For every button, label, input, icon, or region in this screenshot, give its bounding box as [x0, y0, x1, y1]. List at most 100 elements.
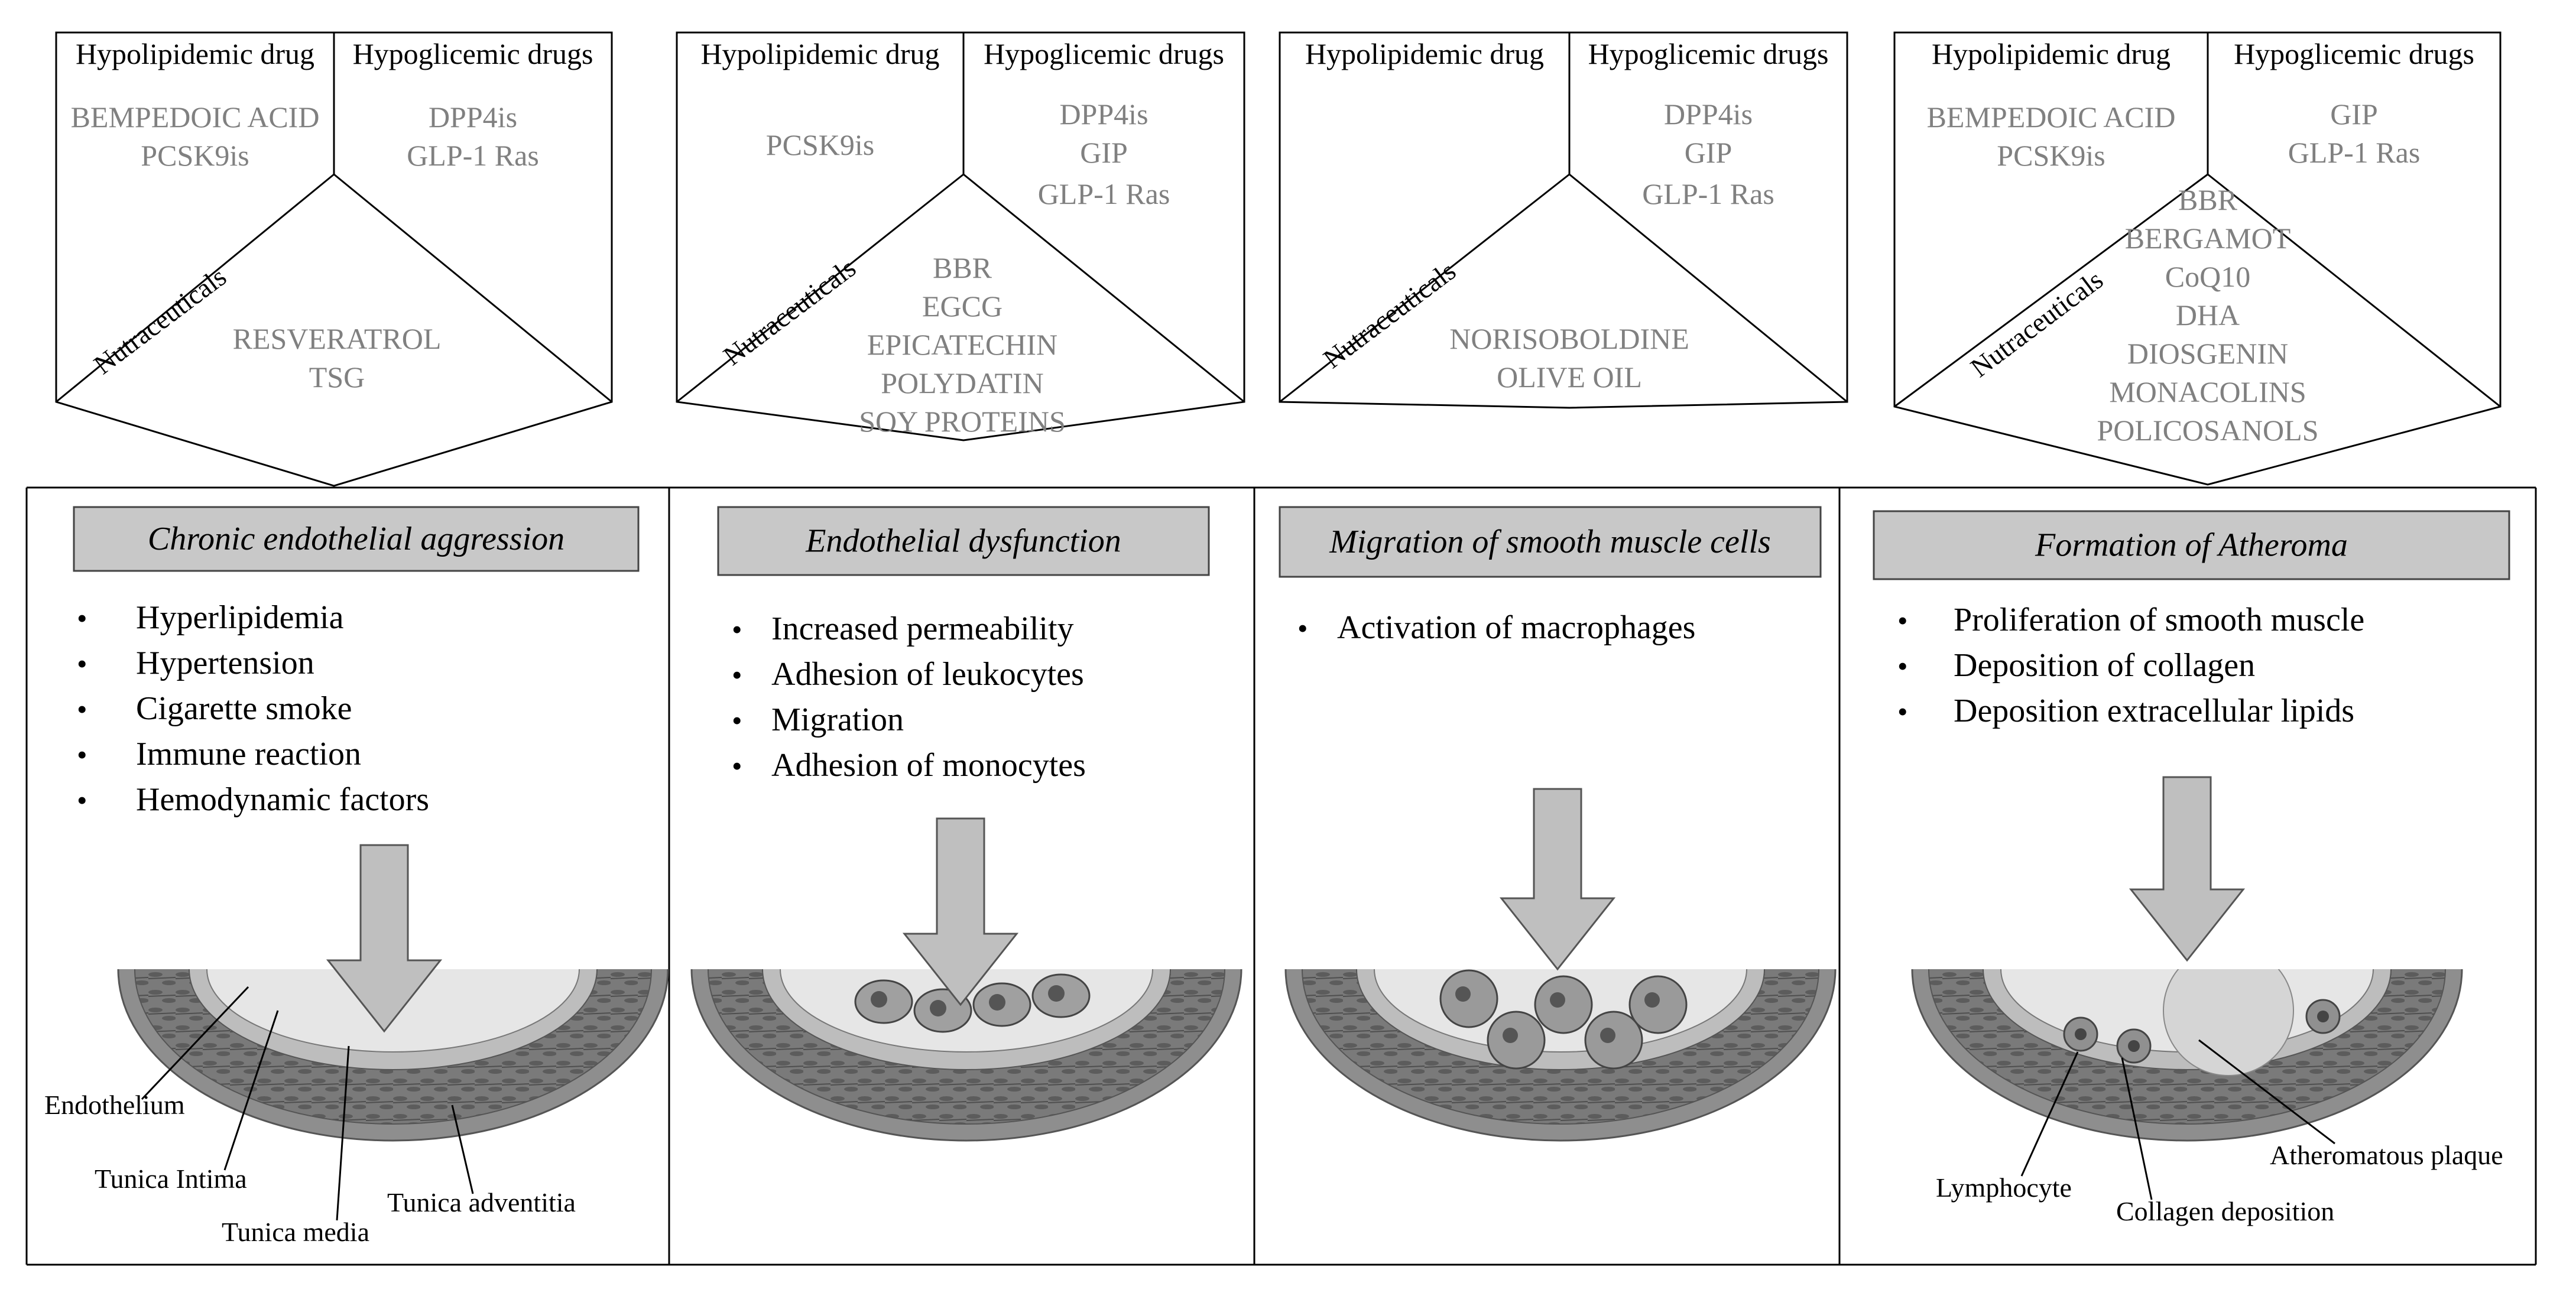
layer-label: Collagen deposition	[2116, 1196, 2334, 1226]
drug-panel-1: Hypolipidemic drug Hypoglicemic drugsBEMP…	[55, 31, 613, 487]
bullet-icon: •	[1897, 649, 1908, 683]
stage-panel-3: Migration of smooth muscle cells•Activat…	[1279, 506, 1837, 1142]
label-leader-line	[2121, 1057, 2153, 1200]
triangle-edge-left	[676, 173, 964, 403]
hypoglicemic-drug: GLP-1 Ras	[1038, 177, 1170, 210]
nutraceutical-item: CoQ10	[2165, 260, 2250, 293]
stage-bullet: Hypertension	[136, 645, 314, 681]
stage-bullet: Deposition extracellular lipids	[1954, 693, 2354, 729]
triangle-edge-left	[1279, 173, 1570, 403]
nutraceutical-item: EGCG	[922, 290, 1003, 323]
down-arrow-icon	[1499, 788, 1616, 971]
panel-outline	[1893, 31, 2502, 486]
bullet-icon: •	[77, 693, 87, 726]
bullet-icon: •	[732, 704, 742, 737]
hypoglicemic-drug: GIP	[2330, 98, 2378, 131]
nutraceutical-item: OLIVE OIL	[1497, 360, 1642, 394]
bullet-icon: •	[1897, 604, 1908, 637]
stage-title: Formation of Atheroma	[2035, 527, 2348, 564]
label-leader-line	[336, 1045, 350, 1221]
bullet-icon: •	[77, 602, 87, 635]
stage-bullet: Hyperlipidemia	[136, 599, 344, 636]
bullet-icon: •	[1297, 612, 1308, 645]
nutraceutical-item: DHA	[2176, 298, 2240, 332]
hypoglicemic-drug: DPP4is	[1664, 98, 1753, 131]
triangle-edge-right	[333, 173, 612, 403]
hypolipidemic-drug: PCSK9is	[1997, 139, 2105, 172]
nutraceuticals-label: Nutraceuticals	[1965, 264, 2108, 383]
hypoglicemic-drug: GIP	[1685, 136, 1733, 169]
stage-bullet: Cigarette smoke	[136, 690, 352, 727]
hypolipidemic-drug: PCSK9is	[141, 139, 249, 172]
nutraceutical-item: DIOSGENIN	[2127, 337, 2288, 370]
bullet-icon: •	[77, 784, 87, 817]
stage-title: Chronic endothelial aggression	[148, 521, 564, 557]
stage-title-box	[717, 506, 1210, 576]
hypoglicemic-header: Hypoglicemic drugs	[353, 37, 593, 70]
hypoglicemic-header: Hypoglicemic drugs	[984, 37, 1224, 70]
stage-bullet: Hemodynamic factors	[136, 781, 429, 818]
layer-label: Lymphocyte	[1936, 1172, 2072, 1203]
label-leader-line	[223, 1010, 279, 1171]
triangle-edge-right	[2207, 173, 2501, 408]
stage-frame	[25, 486, 2537, 1266]
nutraceutical-item: EPICATECHIN	[867, 328, 1057, 361]
stage-panel-2: Endothelial dysfunction•Increased permea…	[690, 506, 1242, 1142]
stage-title: Endothelial dysfunction	[805, 523, 1121, 560]
nutraceuticals-label: Nutraceuticals	[88, 261, 232, 380]
nutraceutical-item: NORISOBOLDINE	[1449, 322, 1689, 355]
hypolipidemic-header: Hypolipidemic drug	[1305, 37, 1544, 70]
bullet-icon: •	[77, 647, 87, 680]
nutraceutical-item: RESVERATROL	[233, 322, 442, 355]
nutraceuticals-label: Nutraceuticals	[718, 252, 861, 371]
layer-label: Endothelium	[44, 1090, 185, 1120]
bullet-icon: •	[732, 658, 742, 691]
hypolipidemic-drug: BEMPEDOIC ACID	[71, 100, 320, 134]
nutraceuticals-label: Nutraceuticals	[1318, 255, 1461, 374]
triangle-edge-left	[1894, 173, 2208, 408]
label-leader-line	[141, 986, 249, 1100]
hypolipidemic-header: Hypolipidemic drug	[76, 37, 314, 70]
hypolipidemic-drug: BEMPEDOIC ACID	[1927, 100, 2176, 134]
stage-title-box	[1279, 506, 1822, 578]
nutraceutical-item: TSG	[309, 360, 365, 394]
label-leader-line	[451, 1105, 474, 1194]
nutraceutical-item: MONACOLINS	[2109, 375, 2306, 408]
stage-panel-4: Formation of Atheroma • Proliferation of s…	[1873, 510, 2510, 1226]
stage-panel-1: Chronic endothelial aggression • Hyperlipi…	[44, 506, 669, 1247]
nutraceutical-item: POLICOSANOLS	[2097, 414, 2318, 447]
bullet-icon: •	[1897, 695, 1908, 728]
drug-panel-3: Hypolipidemic drug Hypoglicemic drugsDPP4…	[1279, 31, 1848, 409]
stage-title-box	[73, 506, 640, 572]
drug-panels: Hypolipidemic drug Hypoglicemic drugsBEMP…	[55, 31, 2502, 487]
panel-outline	[1279, 31, 1848, 409]
stage-bullet: Adhesion of monocytes	[771, 747, 1086, 784]
panel-outline	[55, 31, 613, 487]
hypolipidemic-header: Hypolipidemic drug	[1932, 37, 2171, 70]
vessel-cross-section-icon	[1284, 969, 1837, 1142]
label-leader-line	[2198, 1039, 2335, 1145]
down-arrow-icon	[2129, 776, 2246, 962]
layer-label: Tunica Intima	[95, 1164, 247, 1194]
hypoglicemic-drug: GLP-1 Ras	[1642, 177, 1774, 210]
bullet-icon: •	[77, 738, 87, 771]
hypoglicemic-drug: DPP4is	[1059, 98, 1148, 131]
triangle-edge-right	[963, 173, 1245, 403]
stage-title: Migration of smooth muscle cells	[1329, 524, 1771, 560]
stage-bullet: Adhesion of leukocytes	[771, 656, 1084, 693]
hypolipidemic-header: Hypolipidemic drug	[700, 37, 939, 70]
hypoglicemic-header: Hypoglicemic drugs	[1588, 37, 1829, 70]
bullet-icon: •	[732, 749, 742, 782]
stage-bullet: Proliferation of smooth muscle	[1954, 602, 2364, 638]
nutraceutical-item: BERGAMOT	[2125, 222, 2291, 255]
stage-bullet: Immune reaction	[136, 736, 361, 772]
vessel-cross-section-icon	[690, 969, 1242, 1142]
triangle-edge-left	[56, 173, 335, 403]
layer-label: Tunica adventitia	[387, 1187, 576, 1217]
stage-bullet: Migration	[771, 701, 904, 738]
down-arrow-icon	[902, 817, 1019, 1006]
bullet-icon: •	[732, 613, 742, 646]
